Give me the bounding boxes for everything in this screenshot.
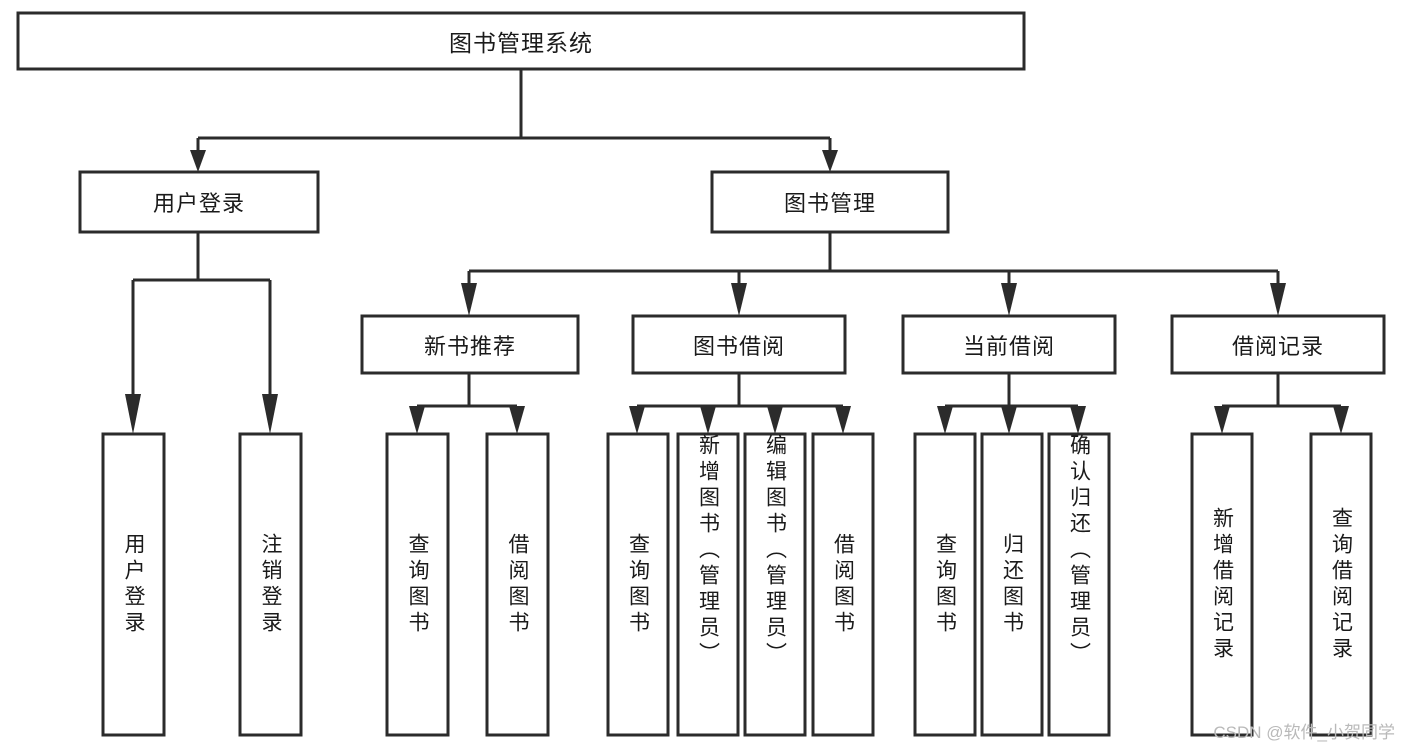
- leaf-box-newbook-2[interactable]: [485, 432, 550, 737]
- node-new-book-recommend[interactable]: [360, 314, 580, 375]
- arrow-current-leaf3: [1070, 406, 1086, 434]
- leaf-box-login-2[interactable]: [238, 432, 303, 737]
- arrow-borrow-leaf3: [767, 406, 783, 434]
- arrow-root-to-login: [190, 150, 206, 172]
- arrow-root-to-bookmgmt: [822, 150, 838, 172]
- arrow-current-leaf2: [1001, 406, 1017, 434]
- leaf-box-record-1[interactable]: [1190, 432, 1254, 737]
- arrow-newbook-leaf1: [409, 406, 425, 434]
- node-boxes: [16, 11, 1386, 737]
- node-book-management[interactable]: [710, 170, 950, 234]
- arrow-borrow-leaf2: [700, 406, 716, 434]
- arrow-login-leaf2: [262, 394, 278, 434]
- leaf-box-record-2[interactable]: [1309, 432, 1373, 737]
- leaf-box-current-1[interactable]: [913, 432, 977, 737]
- leaf-box-borrow-3[interactable]: [743, 432, 807, 737]
- arrow-record-leaf1: [1214, 406, 1230, 434]
- node-current-borrow[interactable]: [901, 314, 1117, 375]
- leaf-box-borrow-4[interactable]: [811, 432, 875, 737]
- leaf-box-newbook-1[interactable]: [385, 432, 450, 737]
- node-user-login[interactable]: [78, 170, 320, 234]
- arrow-newbook-leaf2: [509, 406, 525, 434]
- arrow-login-leaf1: [125, 394, 141, 434]
- node-book-borrow[interactable]: [631, 314, 847, 375]
- arrow-bookmgmt-c4: [1270, 283, 1286, 316]
- arrow-bookmgmt-c1: [461, 283, 477, 316]
- arrow-bookmgmt-c2: [731, 283, 747, 316]
- connectors: [125, 69, 1349, 434]
- arrow-bookmgmt-c3: [1001, 283, 1017, 316]
- leaf-box-borrow-1[interactable]: [606, 432, 670, 737]
- leaf-box-current-2[interactable]: [980, 432, 1044, 737]
- arrow-borrow-leaf4: [835, 406, 851, 434]
- arrow-borrow-leaf1: [629, 406, 645, 434]
- leaf-box-current-3[interactable]: [1047, 432, 1111, 737]
- arrow-current-leaf1: [937, 406, 953, 434]
- leaf-box-borrow-2[interactable]: [676, 432, 740, 737]
- arrow-record-leaf2: [1333, 406, 1349, 434]
- node-root[interactable]: [16, 11, 1026, 71]
- node-borrow-record[interactable]: [1170, 314, 1386, 375]
- leaf-box-login-1[interactable]: [101, 432, 166, 737]
